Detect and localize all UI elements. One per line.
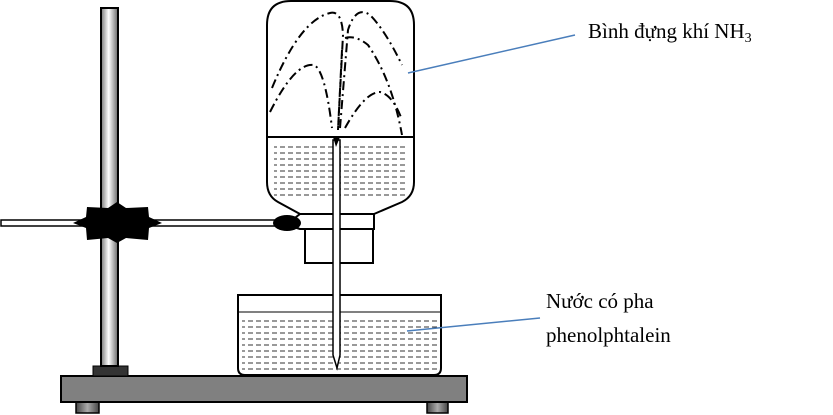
flask-label: Bình đựng khí NH3: [588, 14, 752, 56]
boss-head-clamp: [73, 202, 162, 243]
trough-label-line1: Nước có pha: [546, 289, 654, 313]
flask-leader-line: [407, 34, 576, 74]
flask-clamp: [273, 213, 375, 231]
flask-label-subscript: 3: [744, 31, 752, 46]
stand-rod: [100, 7, 119, 367]
base-plate: [60, 375, 468, 403]
fountain-jets: [269, 11, 403, 136]
trough-label-line2: phenolphtalein: [546, 323, 671, 347]
flask-label-text: Bình đựng khí NH: [588, 19, 745, 43]
stand-base: [60, 365, 468, 414]
ammonia-flask: [266, 0, 415, 215]
trough-leader-line: [406, 317, 541, 332]
rod-socket: [92, 365, 129, 377]
tube-nozzle: [333, 137, 340, 147]
glass-tube: [332, 139, 341, 371]
